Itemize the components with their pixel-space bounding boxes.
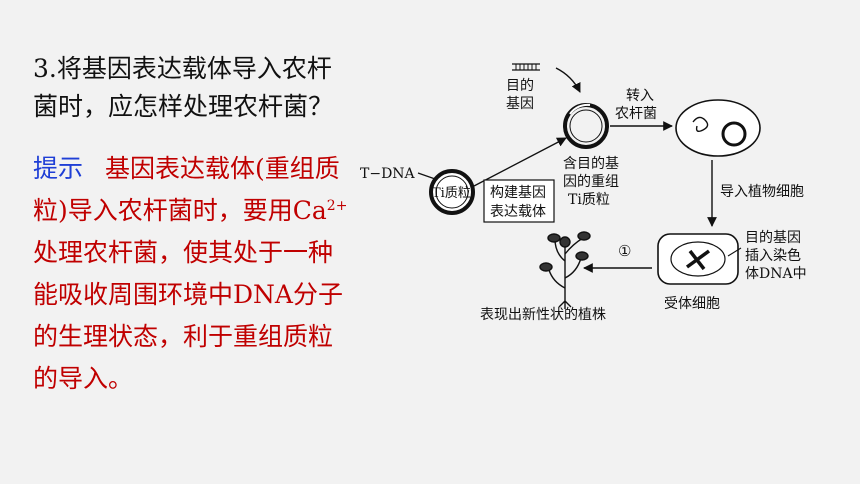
label-recipient: 受体细胞 xyxy=(664,296,720,312)
label-build-1: 构建基因 xyxy=(490,184,546,201)
question-line-2: 菌时，应怎样处理农杆菌？ xyxy=(33,92,334,121)
label-t-dna: T−DNA xyxy=(360,166,416,182)
label-recombinant-3: Ti质粒 xyxy=(568,192,610,208)
arrow-gene-to-recombinant xyxy=(555,67,581,93)
recombinant-plasmid xyxy=(563,103,609,149)
label-into-plant: 导入植物细胞 xyxy=(720,184,804,200)
label-target-gene-2: 基因 xyxy=(506,95,534,112)
label-inserted-2: 插入染色 xyxy=(745,247,801,264)
hint-line-4: 能吸收周围环境中DNA分子 xyxy=(33,280,343,309)
label-inserted-1: 目的基因 xyxy=(745,229,801,246)
hint-line-1: 基因表达载体(重组质 xyxy=(105,154,340,183)
agrobacterium-cell xyxy=(675,99,761,157)
question-line-1: 3.将基因表达载体导入农杆 xyxy=(33,54,332,83)
label-result: 表现出新性状的植株 xyxy=(480,307,606,323)
target-gene-fragment xyxy=(512,63,540,71)
question-text: 3.将基因表达载体导入农杆 菌时，应怎样处理农杆菌？ xyxy=(33,50,363,126)
hint-line-5: 的生理状态，利于重组质粒 xyxy=(33,322,334,351)
hint-superscript: 2+ xyxy=(326,198,348,214)
ti-plasmid xyxy=(429,169,475,215)
hint-line-6: 的导入。 xyxy=(33,364,134,393)
hint-line-2: 粒)导入农杆菌时，要用Ca xyxy=(33,196,327,225)
label-build-2: 表达载体 xyxy=(490,204,546,220)
recipient-cell xyxy=(657,233,739,285)
build-vector-box xyxy=(483,179,555,223)
transformation-diagram: 目的 基因 含目的基 因的重组 Ti质粒 转入 农杆菌 T−DNA Ti质粒 xyxy=(360,63,807,323)
hint-text: 提示基因表达载体(重组质 粒)导入农杆菌时，要用Ca2+ 处理农杆菌，使其处于一… xyxy=(33,148,363,400)
arrow-ti-to-recombinant xyxy=(473,137,567,187)
label-inserted-3: 体DNA中 xyxy=(745,266,807,282)
inserted-pointer xyxy=(727,247,742,257)
label-transfer-1: 转入 xyxy=(626,88,654,104)
label-target-gene-1: 目的 xyxy=(506,78,534,94)
label-recombinant-2: 因的重组 xyxy=(563,174,619,190)
label-step-1: ① xyxy=(618,242,631,260)
hint-line-3: 处理农杆菌，使其处于一种 xyxy=(33,238,334,267)
label-ti-plasmid: Ti质粒 xyxy=(432,186,471,201)
hint-label: 提示 xyxy=(33,154,84,183)
label-recombinant-1: 含目的基 xyxy=(563,155,619,172)
label-transfer-2: 农杆菌 xyxy=(615,106,657,122)
transgenic-plant xyxy=(539,231,591,309)
